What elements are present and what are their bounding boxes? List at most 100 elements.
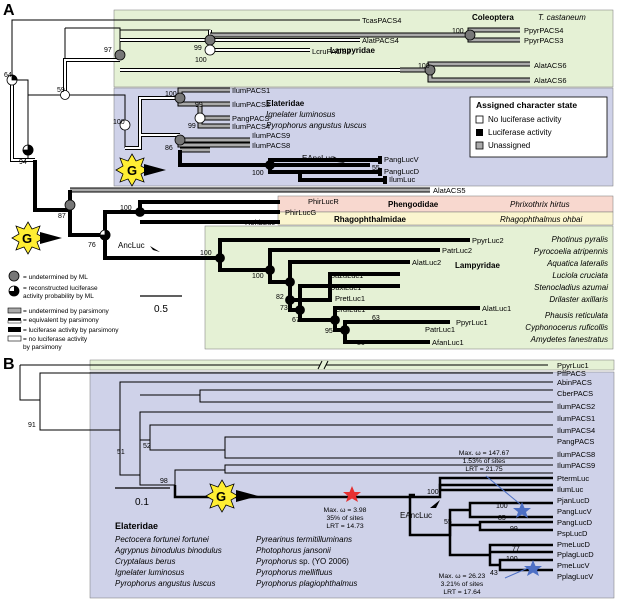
bootstrap-label: 59 (57, 87, 65, 94)
tip-label: RohbLuc (245, 218, 275, 227)
tip-label: AlatACS6 (534, 61, 567, 70)
bootstrap-label: 100 (113, 119, 125, 126)
gain-badge-icon: G (11, 221, 62, 255)
key-text: = luciferase activity by parsimony (23, 327, 119, 334)
tip-label: AlatLuc1 (482, 304, 511, 313)
elateridae-title-b: Elateridae (115, 521, 158, 531)
bootstrap-label: 63 (372, 315, 380, 322)
key-text: activity probability by ML (23, 293, 94, 300)
anc-luc-label: AncLuc (118, 241, 145, 250)
bootstrap-label: 85 (498, 515, 506, 522)
tip-label: PpyrPACS4 (524, 26, 563, 35)
species-label: Pyrophorus mellifluus (256, 568, 332, 577)
tip-label: PffPACS (557, 369, 586, 378)
tip-label: PangLucD (557, 518, 593, 527)
bootstrap-label: 99 (195, 102, 203, 109)
tip-label: PangLucV (557, 507, 592, 516)
luc-branches-b (173, 476, 553, 572)
species-label: Drilaster axillaris (549, 295, 608, 304)
annotation-red: 35% of sites (326, 515, 364, 522)
species-label: Phausis reticulata (545, 311, 609, 320)
annotation-red: Max. ω = 3.98 (324, 507, 367, 514)
species-label: Stenocladius azumai (534, 283, 608, 292)
tip-label: AfanLuc1 (432, 338, 464, 347)
tip-label: PpyrLuc1 (456, 318, 488, 327)
species-label: Amydetes fanestratus (530, 335, 608, 344)
species-label: Cyphonocerus ruficollis (525, 323, 608, 332)
blue-star-icon (513, 502, 531, 518)
species-label: Pyrophorus sp. (YO 2006) (256, 557, 349, 566)
annotation-blue: Max. ω = 26.23 (439, 573, 486, 580)
rhagophthalmus-label: Rhagophthalmus ohbai (500, 215, 583, 224)
parsimony-equivalent-symbol (8, 318, 21, 321)
species-label: Cryptalaus berus (115, 557, 175, 566)
bootstrap-label: 100 (418, 63, 430, 70)
species-label: Ignelater luminosus (266, 110, 335, 119)
bootstrap-label: 100 (200, 250, 212, 257)
elateridae-label: Elateridae (266, 99, 305, 108)
bootstrap-label: 99 (194, 45, 202, 52)
legend-item: Unassigned (488, 141, 530, 150)
blue-star-icon (524, 560, 542, 576)
tree-branches-b (19, 360, 553, 486)
bootstrap-label: 76 (88, 242, 96, 249)
species-label: Pyrophorus angustus luscus (115, 579, 216, 588)
svg-text:G: G (22, 231, 32, 246)
bootstrap-label: 94 (19, 159, 27, 166)
tip-label: IlumPACS4 (232, 122, 270, 131)
tip-label: TcasPACS4 (362, 16, 401, 25)
bootstrap-label: 86 (165, 145, 173, 152)
species-label: Pyrophorus plagiophthalmus (256, 579, 357, 588)
tip-label: PangPACS (557, 437, 594, 446)
bootstrap-label: 73 (280, 305, 288, 312)
bootstrap-label: 100 (252, 273, 264, 280)
tip-label: IlumLuc (389, 175, 416, 184)
key-text: = undetermined by parsimony (23, 308, 110, 315)
tip-label: PangLucD (384, 167, 420, 176)
node-markers-a (6, 29, 476, 335)
tip-label: PplagLucD (557, 550, 594, 559)
annotation-blue: 3.21% of sites (441, 581, 484, 588)
lampyridae-box (204, 225, 614, 350)
bootstrap-label: 100 (496, 503, 508, 510)
tip-label: PhirLucR (308, 197, 339, 206)
red-star-icon (343, 486, 361, 502)
scale-label-a: 0.5 (154, 304, 168, 315)
legend-title: Assigned character state (476, 100, 577, 110)
bootstrap-label: 67 (292, 317, 300, 324)
species-label: Photinus pyralis (552, 235, 608, 244)
bootstrap-label: 64 (4, 72, 12, 79)
species-label: Luciola cruciata (552, 271, 608, 280)
ml-probability-symbol (9, 286, 19, 296)
tip-label: IlumPACS8 (252, 141, 290, 150)
tip-markers-a (378, 156, 387, 184)
bootstrap-label: 82 (276, 294, 284, 301)
annotation-blue: 1.53% of sites (463, 458, 506, 465)
tip-label: PpyrLuc2 (472, 236, 504, 245)
tip-label: PplagLucV (557, 572, 593, 581)
tip-label: IlumPACS2 (232, 100, 270, 109)
eanc-luc-arrow (333, 156, 345, 163)
eanc-luc-label: EAncLuc (302, 154, 334, 163)
legend-item: Luciferase activity (488, 128, 552, 137)
tip-label: PretLuc1 (335, 294, 365, 303)
bootstrap-label: 55 (444, 519, 452, 526)
bootstrap-label: 86 (357, 340, 365, 347)
tip-label: AlatLuc2 (412, 258, 441, 267)
key-text: = no luciferase activity (23, 336, 88, 343)
tip-label: IlumPACS1 (557, 414, 595, 423)
bootstrap-label: 97 (104, 47, 112, 54)
lampyridae-label: Lampyridae (455, 261, 500, 270)
gain-badge-icon: G (115, 153, 166, 187)
species-label: Agrypnus binodulus binodulus (114, 546, 222, 555)
annotation-blue: Max. ω = 147.67 (459, 450, 510, 457)
eanc-luc-arrow-b (430, 500, 440, 508)
eanc-luc-label-b: EAncLuc (400, 511, 432, 520)
bootstrap-label: 99 (510, 526, 518, 533)
tip-label: IlumPACS9 (252, 131, 290, 140)
bootstrap-label: 98 (160, 478, 168, 485)
annotation-blue: LRT = 17.64 (443, 589, 481, 596)
tip-label: SazuLuc1 (330, 271, 363, 280)
bootstrap-label: 87 (58, 213, 66, 220)
